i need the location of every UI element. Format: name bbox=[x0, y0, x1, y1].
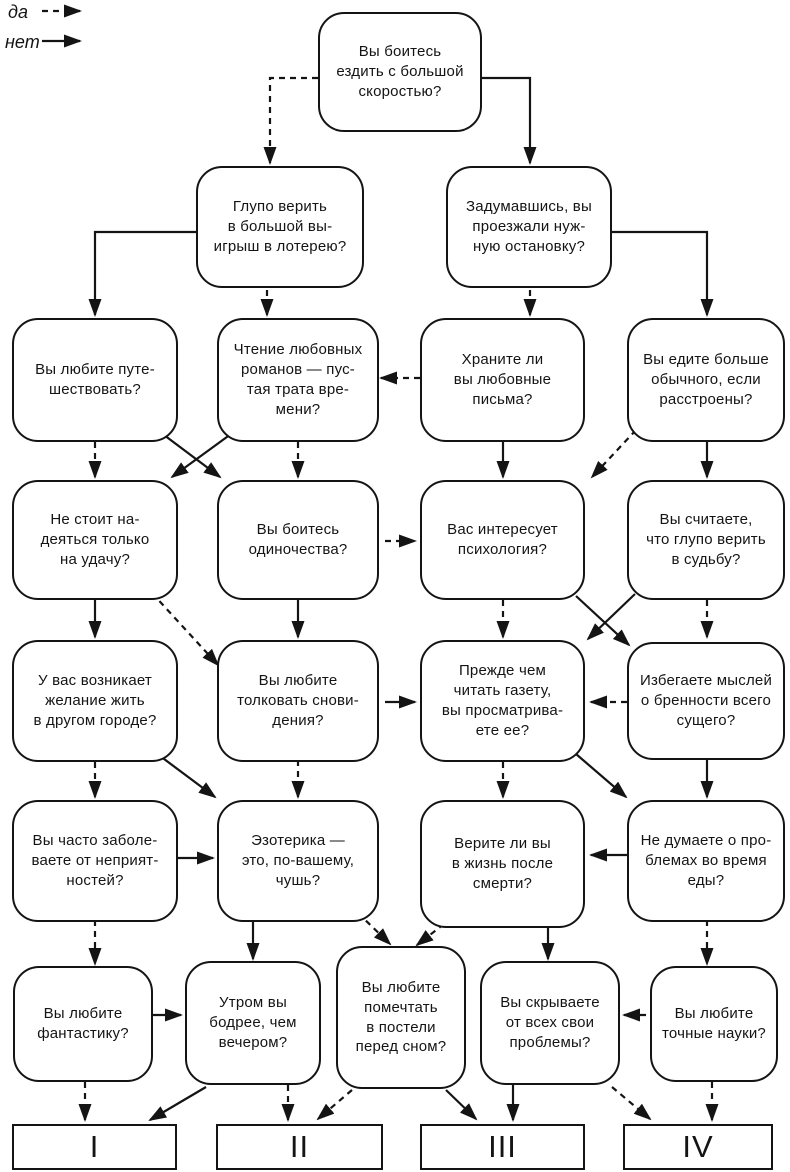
edge-g4-o4-yes bbox=[611, 1086, 652, 1121]
node-newspaper-question: Прежде чем читать газету, вы просматрива… bbox=[420, 640, 585, 762]
node-hide-problems-question: Вы скрываете от всех свои проблемы? bbox=[480, 961, 620, 1085]
node-lottery-question: Глупо верить в большой вы- игрыш в лотер… bbox=[196, 166, 364, 288]
node-missed-stop-question: Задумавшись, вы проезжали нуж- ную остан… bbox=[446, 166, 612, 288]
outcome-box-4: IV bbox=[623, 1124, 773, 1170]
node-fate-question: Вы считаете, что глупо верить в судьбу? bbox=[627, 480, 785, 600]
node-luck-question: Не стоит на- деяться только на удачу? bbox=[12, 480, 178, 600]
outcome-box-1: I bbox=[12, 1124, 177, 1170]
edge-g3-o2-yes bbox=[316, 1089, 353, 1121]
node-exact-sciences-question: Вы любите точные науки? bbox=[650, 966, 778, 1082]
edge-e3-f4-no bbox=[575, 753, 628, 799]
edge-d1-e2-yes bbox=[151, 592, 220, 667]
node-eat-more-question: Вы едите больше обычного, если расстроен… bbox=[627, 318, 785, 442]
edge-f2-g3-yes bbox=[357, 912, 392, 946]
edge-d3-e4-no bbox=[575, 595, 631, 647]
edge-a-b2-no bbox=[482, 76, 537, 165]
outcome-box-3: III bbox=[420, 1124, 585, 1170]
node-afterlife-question: Верите ли вы в жизнь после смерти? bbox=[420, 800, 585, 928]
edge-f3-g3-yes bbox=[415, 923, 445, 947]
edge-b1-c1-no bbox=[88, 230, 196, 317]
node-speed-question: Вы боитесь ездить с большой скоростью? bbox=[318, 12, 482, 132]
outcome-box-2: II bbox=[216, 1124, 383, 1170]
node-sci-fi-question: Вы любите фантастику? bbox=[13, 966, 153, 1082]
node-esoterics-question: Эзотерика — это, по-вашему, чушь? bbox=[217, 800, 379, 922]
edge-g2-o1-no bbox=[148, 1086, 207, 1122]
node-dreams-question: Вы любите толковать снови- дения? bbox=[217, 640, 379, 762]
node-daydream-question: Вы любите помечтать в постели перед сном… bbox=[336, 946, 466, 1089]
node-mortality-question: Избегаете мыслей о бренности всего сущег… bbox=[627, 642, 785, 760]
node-morning-question: Утром вы бодрее, чем вечером? bbox=[185, 961, 321, 1085]
node-romance-novels-question: Чтение любовных романов — пус- тая трата… bbox=[217, 318, 379, 442]
edge-b2-c4-no bbox=[612, 230, 714, 317]
legend-no-label: нет bbox=[5, 32, 40, 52]
legend-yes-label: да bbox=[8, 2, 28, 22]
edge-d4-e3-no bbox=[586, 593, 636, 641]
node-loneliness-question: Вы боитесь одиночества? bbox=[217, 480, 379, 600]
node-travel-question: Вы любите путе- шествовать? bbox=[12, 318, 178, 442]
edge-c4-d3-yes bbox=[590, 429, 637, 479]
node-psychology-question: Вас интересует психология? bbox=[420, 480, 585, 600]
edge-g3-o3-no bbox=[445, 1089, 478, 1121]
node-get-sick-question: Вы часто заболе- ваете от неприят- носте… bbox=[12, 800, 178, 922]
node-problems-eating-question: Не думаете о про- блемах во время еды? bbox=[627, 800, 785, 922]
edge-a-b1-yes bbox=[263, 76, 318, 165]
node-other-city-question: У вас возникает желание жить в другом го… bbox=[12, 640, 178, 762]
node-love-letters-question: Храните ли вы любовные письма? bbox=[420, 318, 585, 442]
